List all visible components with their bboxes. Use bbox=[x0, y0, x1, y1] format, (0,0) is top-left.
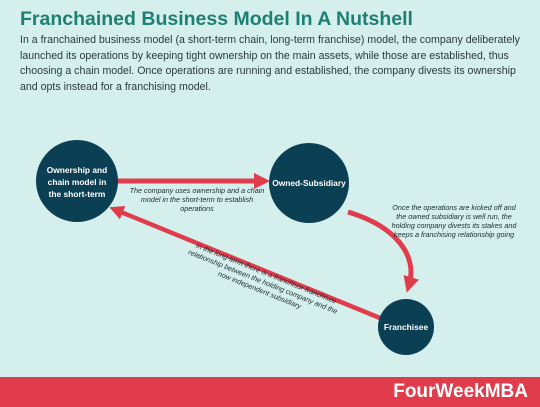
node-subsidiary-label: Owned-Subsidiary bbox=[272, 178, 346, 188]
node-franchisee bbox=[378, 299, 434, 355]
page-title: Franchained Business Model In A Nutshell bbox=[20, 8, 413, 30]
intro-paragraph: In a franchained business model (a short… bbox=[20, 34, 520, 93]
node-ownership-label: Ownership and chain model in the short-t… bbox=[46, 165, 108, 199]
footer-bar: FourWeekMBA bbox=[0, 377, 540, 407]
node-subsidiary bbox=[269, 143, 349, 223]
note-subsidiary-to-franchisee: Once the operations are kicked off and t… bbox=[391, 203, 517, 239]
note-ownership-to-subsidiary: The company uses ownership and a chain m… bbox=[129, 186, 265, 213]
arrow-franchisee-to-ownership bbox=[109, 206, 381, 321]
brand-logo: FourWeekMBA bbox=[393, 381, 528, 402]
node-franchisee-label: Franchisee bbox=[383, 322, 429, 332]
arrow-subsidiary-to-franchisee bbox=[347, 209, 419, 293]
node-ownership bbox=[36, 140, 118, 222]
